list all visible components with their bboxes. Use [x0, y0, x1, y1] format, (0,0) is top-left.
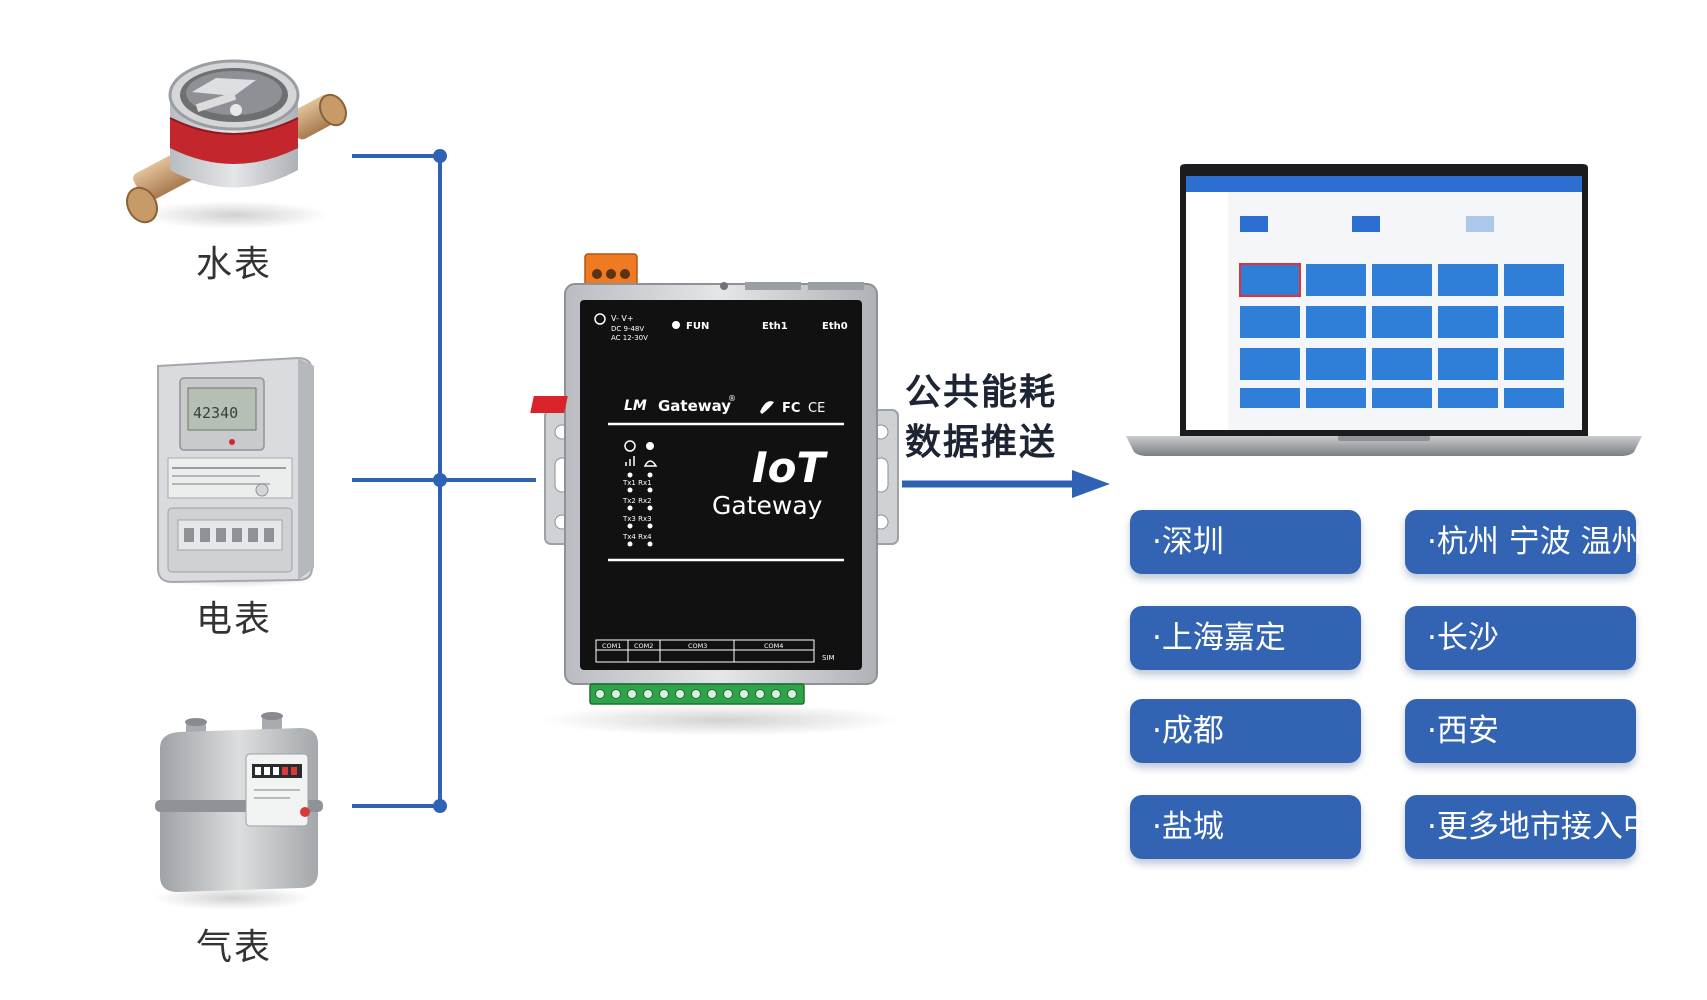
- city-changsha-button: ·长沙: [1405, 606, 1636, 670]
- led-cloud-icon: [643, 460, 658, 467]
- ce-mark: CE: [808, 401, 825, 416]
- registered-mark: ®: [728, 394, 736, 403]
- water-meter-label: 水表: [195, 244, 272, 285]
- city-shanghai-jiading-button: ·上海嘉定: [1130, 606, 1361, 670]
- brand-lm-logo: LM: [624, 398, 647, 414]
- led-label-1: Tx1 Rx1: [622, 479, 652, 487]
- sim-label: SIM: [822, 654, 835, 662]
- certification-icon: [760, 401, 774, 414]
- gas-meter-image: [152, 712, 323, 910]
- led-label-3: Tx3 Rx3: [622, 515, 652, 523]
- power-label: V- V+: [611, 314, 634, 323]
- city-yancheng-button: ·盐城: [1130, 795, 1361, 859]
- city-chengdu-button: ·成都: [1130, 699, 1361, 763]
- city-hangzhou-ningbo-wenzhou-button: ·杭州 宁波 温州: [1405, 510, 1643, 574]
- com4-label: COM4: [764, 642, 783, 650]
- dashboard-tiles: [1240, 264, 1564, 408]
- led-signal-icon: [625, 456, 635, 466]
- data-push-line-2: 数据推送: [905, 422, 1058, 463]
- city-xian-button: ·西安: [1405, 699, 1636, 763]
- com2-label: COM2: [634, 642, 653, 650]
- city-more-coming-button: ·更多地市接入中: [1405, 795, 1654, 859]
- data-push-label: 公共能耗 数据推送: [905, 368, 1057, 468]
- com1-label: COM1: [602, 642, 621, 650]
- eth0-label: Eth0: [822, 321, 848, 332]
- power-spec-ac: AC 12-30V: [611, 334, 648, 342]
- laptop-dashboard-image: [1126, 164, 1642, 456]
- gas-meter-label: 气表: [195, 927, 272, 968]
- water-meter-image: [126, 59, 347, 229]
- electric-meter-image: 42340: [157, 356, 314, 588]
- data-push-line-1: 公共能耗: [905, 372, 1058, 413]
- com3-label: COM3: [688, 642, 707, 650]
- led-sun-icon: [646, 442, 654, 450]
- led-power-icon: [624, 440, 636, 452]
- iot-sub-text: Gateway: [712, 491, 823, 520]
- iot-gateway-device: V- V+ DC 9-48V AC 12-30V FUN Eth1 Eth0 L…: [530, 253, 902, 736]
- fun-label: FUN: [686, 321, 709, 332]
- push-arrow: [902, 470, 1110, 498]
- eth1-label: Eth1: [762, 321, 788, 332]
- fc-mark: FC: [782, 401, 800, 416]
- city-shenzhen-button: ·深圳: [1130, 510, 1361, 574]
- electric-meter-label: 电表: [195, 599, 272, 640]
- power-spec-dc: DC 9-48V: [611, 325, 644, 333]
- iot-logo-text: IoT: [752, 443, 828, 492]
- connector-nodes: [433, 149, 447, 813]
- svg-text:42340: 42340: [193, 404, 238, 422]
- led-label-4: Tx4 Rx4: [622, 533, 652, 541]
- led-label-2: Tx2 Rx2: [622, 497, 652, 505]
- brand-gateway-text: Gateway: [658, 397, 731, 415]
